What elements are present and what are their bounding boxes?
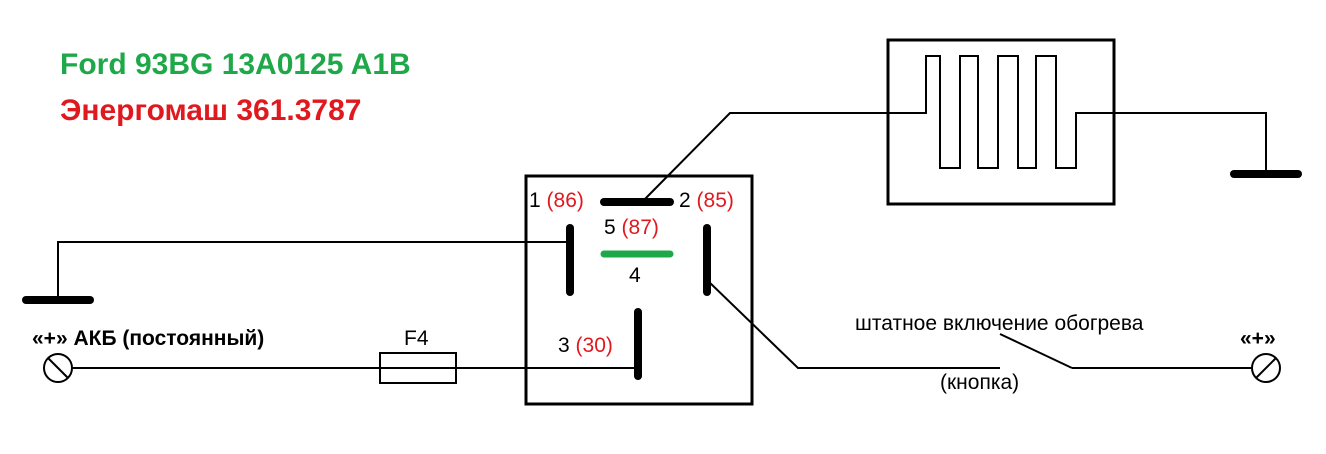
wire-pin5-heater: [643, 112, 926, 201]
pin1-label: 1 (86): [529, 189, 584, 212]
heater-box: [886, 38, 1116, 206]
fuse-label: F4: [404, 327, 429, 350]
wire-pin1-ground: [57, 241, 570, 300]
pin3-label: 3 (30): [558, 334, 613, 357]
relay-body: [524, 174, 754, 406]
switch-icon: [999, 333, 1073, 369]
title-model: Ford 93BG 13A0125 A1B: [60, 48, 411, 81]
pin2-label: 2 (85): [679, 189, 734, 212]
terminal-icon-left: [43, 353, 73, 383]
pin4-label: 4: [629, 264, 641, 287]
heater-element-icon: [880, 55, 1124, 169]
plus-label-right: «+»: [1240, 327, 1276, 350]
button-label: (кнопка): [940, 371, 1019, 394]
wire-pin2-switch: [706, 279, 1000, 369]
terminal-icon-right: [1251, 353, 1281, 383]
battery-label: «+» АКБ (постоянный): [32, 327, 264, 350]
pin5-label: 5 (87): [604, 216, 659, 239]
title-part: Энергомаш 361.3787: [60, 94, 361, 127]
switch-label: штатное включение обогрева: [855, 312, 1144, 335]
wire-heater-ground: [1076, 112, 1267, 174]
